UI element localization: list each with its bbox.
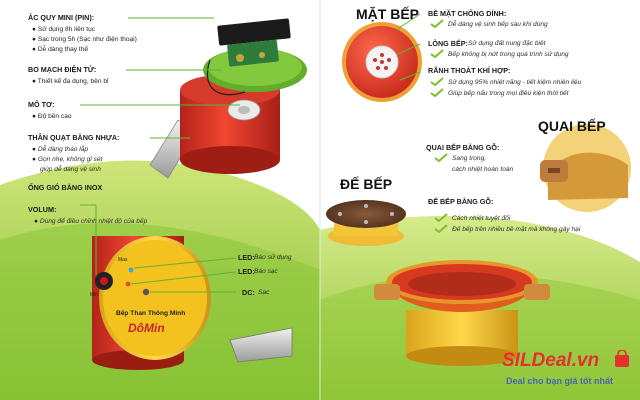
led-charge-desc: Báo sạc [254, 268, 278, 275]
hand-check-icon [430, 88, 444, 97]
hand-check-icon [430, 49, 444, 58]
device-logo: DôMin [128, 321, 165, 335]
pipe-title: ỐNG GIÓ BẰNG INOX [28, 183, 103, 192]
feature-item: Giúp bếp nấu trong mọi điều kiện thời ti… [448, 90, 569, 97]
knob-min-label: Min [90, 292, 99, 298]
fan-item: ● Gọn nhẹ, không gỉ sét [32, 156, 103, 163]
handle-item: cách nhiệt hoàn toàn [452, 166, 514, 173]
knob-max-label: Max [118, 257, 128, 263]
brand-logo-text: SILDeal.vn [502, 350, 600, 371]
fan-item: ● Dễ dàng tháo lắp [32, 146, 89, 153]
battery-item: ● Sạc trong 5h (Sạc như điện thoại) [32, 36, 137, 43]
board-item-text: Thiết kế đa dụng, bền bỉ [37, 78, 109, 85]
handle-item: Sang trọng, [452, 155, 487, 162]
motor-title: MÔ TƠ: [28, 100, 55, 109]
hand-check-icon [430, 77, 444, 86]
handle-title: QUAI BẾP BẰNG GỖ: [426, 143, 500, 152]
fan-title: THÂN QUẠT BẰNG NHỰA: [28, 133, 120, 142]
battery-item: ● Sử dụng 8h liên tục [32, 26, 96, 33]
quai-bep-heading: QUAI BẾP [538, 118, 606, 134]
de-bep-heading: ĐẾ BẾP [340, 176, 393, 192]
feature-title-nonstick: BỀ MẶT CHỐNG DÍNH: [428, 9, 507, 18]
motor-item-text: Độ bền cao [37, 113, 72, 120]
volume-item-text: Dùng để điều chỉnh nhiệt độ của bếp [39, 218, 148, 225]
brand-logo[interactable]: SILDeal.vn [502, 350, 599, 372]
feature-title-core: LÒNG BẾP: [428, 39, 468, 48]
feature-item: Sử dụng 95% nhiệt năng - tiết kiệm nhiên… [448, 79, 582, 86]
hand-check-icon [434, 224, 448, 233]
led-use-title: LED: [238, 253, 255, 262]
feature-item: Sử dụng đất nung đặc biệt [468, 40, 546, 47]
shopping-bag-icon [615, 350, 629, 367]
feature-item: Dễ dàng vệ sinh bếp sau khi dùng [448, 21, 548, 28]
led-use-desc: Báo sử dụng [254, 254, 292, 261]
fan-item-text: giúp dễ dàng vệ sinh [40, 166, 101, 173]
battery-item: ● Dễ dàng thay thế [32, 46, 89, 53]
dc-title: DC: [242, 288, 255, 297]
board-title: BO MẠCH ĐIỆN TỬ: [28, 65, 97, 74]
hand-check-icon [430, 19, 444, 28]
brand-slogan: Deal cho bạn giá tốt nhất [506, 376, 614, 386]
base-title: ĐẾ BẾP BẰNG GỖ: [428, 197, 494, 206]
battery-title: ẮC QUY MINI (PIN): [28, 13, 95, 22]
mat-bep-heading: MẶT BẾP [356, 6, 419, 22]
device-brand-text: Bếp Than Thông Minh [116, 310, 186, 317]
dc-desc: Sạc [258, 289, 270, 296]
hand-check-icon [434, 213, 448, 222]
fan-item-text: Dễ dàng tháo lắp [37, 146, 89, 153]
motor-item: ● Độ bền cao [32, 113, 72, 120]
battery-item-text: Dễ dàng thay thế [37, 46, 89, 53]
base-item: Cách nhiệt tuyệt đối [452, 215, 511, 222]
hand-check-icon [434, 153, 448, 162]
battery-item-text: Sử dụng 8h liên tục [37, 26, 96, 33]
base-item: Đế bếp trên nhiều bề mặt mà không gây hạ… [452, 226, 581, 233]
volume-title: VOLUM: [28, 205, 57, 214]
feature-item: Bếp không bị nứt trong quá trình sử dụng [448, 51, 569, 58]
board-item: ● Thiết kế đa dụng, bền bỉ [32, 78, 109, 85]
led-charge-title: LED: [238, 267, 255, 276]
battery-item-text: Sạc trong 5h (Sạc như điện thoại) [37, 36, 137, 43]
feature-title-vent: RÃNH THOÁT KHÍ HỢP: [428, 66, 511, 75]
volume-item: ● Dùng để điều chỉnh nhiệt độ của bếp [34, 218, 148, 225]
fan-item-text: Gọn nhẹ, không gỉ sét [37, 156, 103, 163]
